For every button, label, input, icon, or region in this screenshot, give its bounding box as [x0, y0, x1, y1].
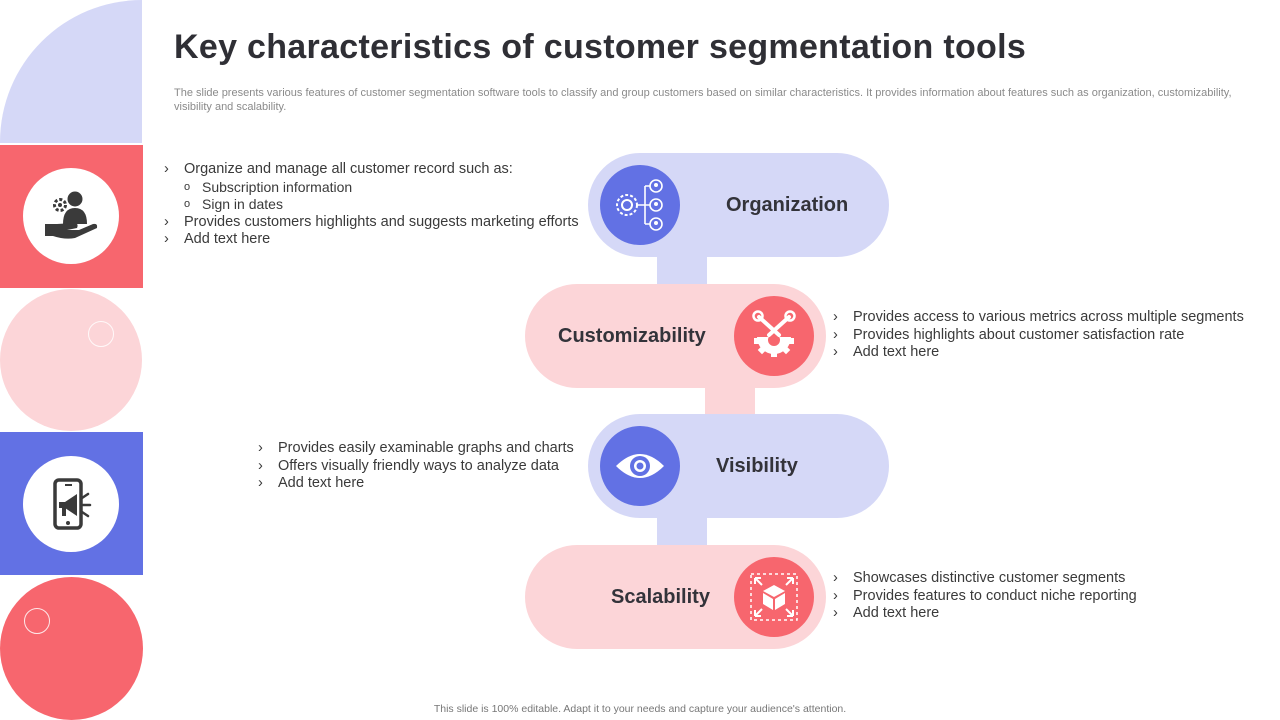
page-subtitle: The slide presents various features of c…	[174, 87, 1232, 113]
list-item: Showcases distinctive customer segments	[833, 570, 1137, 588]
organization-label: Organization	[726, 194, 849, 216]
phone-megaphone-icon	[23, 456, 119, 552]
customizability-label: Customizability	[558, 325, 706, 347]
list-item: Sign in dates	[164, 196, 579, 214]
visibility-label: Visibility	[716, 455, 798, 477]
list-item: Provides highlights about customer satis…	[833, 327, 1244, 345]
decor-quarter-circle	[0, 0, 142, 143]
page-title: Key characteristics of customer segmenta…	[174, 28, 1027, 66]
scalability-pill: Scalability	[525, 545, 826, 649]
decor-pink-circle	[0, 289, 142, 431]
decor-blue-square	[0, 432, 143, 575]
connector-organization	[657, 252, 707, 288]
visibility-pill: Visibility	[588, 414, 889, 518]
wrench-gear-icon	[734, 296, 814, 376]
list-item: Provides customers highlights and sugges…	[164, 214, 579, 232]
list-item: Subscription information	[164, 179, 579, 197]
decor-red-square	[0, 145, 143, 288]
list-item: Provides easily examinable graphs and ch…	[258, 440, 574, 458]
organization-pill: Organization	[588, 153, 889, 257]
decor-ring	[88, 321, 114, 347]
list-item: Add text here	[258, 475, 574, 493]
footer-note: This slide is 100% editable. Adapt it to…	[433, 703, 847, 715]
expand-box-icon	[734, 557, 814, 637]
list-item: Add text here	[164, 231, 579, 249]
customizability-bullets: Provides access to various metrics acros…	[833, 309, 1244, 362]
list-item: Provides access to various metrics acros…	[833, 309, 1244, 327]
decor-ring	[24, 608, 50, 634]
decor-red-circle	[0, 577, 143, 720]
scalability-label: Scalability	[611, 586, 710, 608]
connector-customizability	[705, 382, 755, 418]
visibility-bullets: Provides easily examinable graphs and ch…	[258, 440, 574, 493]
connector-visibility	[657, 513, 707, 549]
list-item: Organize and manage all customer record …	[164, 161, 579, 179]
scalability-bullets: Showcases distinctive customer segments …	[833, 570, 1137, 623]
list-item: Provides features to conduct niche repor…	[833, 588, 1137, 606]
organization-bullets: Organize and manage all customer record …	[164, 161, 579, 249]
list-item: Add text here	[833, 605, 1137, 623]
hierarchy-gear-icon	[600, 165, 680, 245]
list-item: Add text here	[833, 344, 1244, 362]
person-hand-gear-icon	[23, 168, 119, 264]
list-item: Offers visually friendly ways to analyze…	[258, 458, 574, 476]
eye-icon	[600, 426, 680, 506]
customizability-pill: Customizability	[525, 284, 826, 388]
